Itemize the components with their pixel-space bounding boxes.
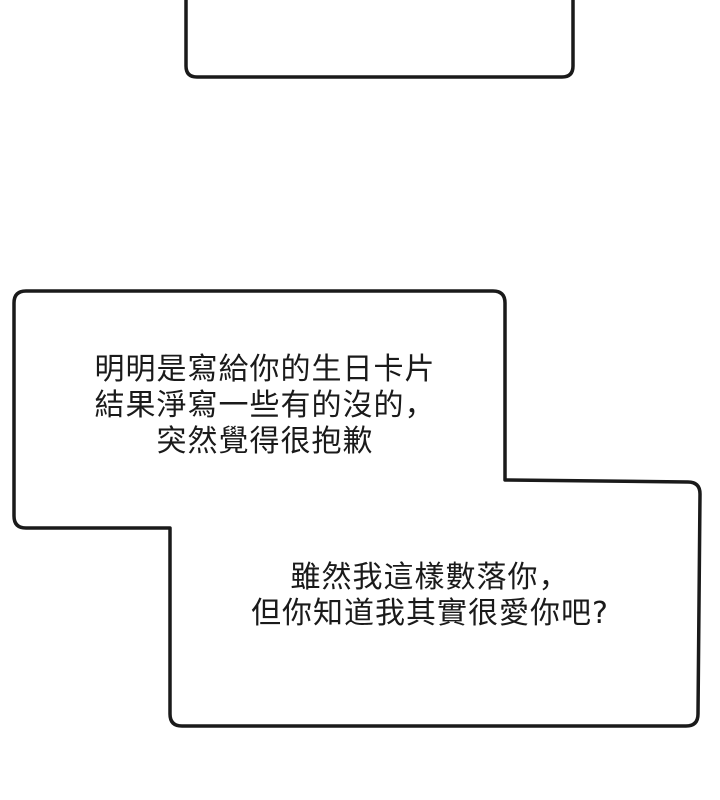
speech-text-apology: 明明是寫給你的生日卡片 結果淨寫一些有的沒的， 突然覺得很抱歉 xyxy=(40,352,490,460)
speech-line: 突然覺得很抱歉 xyxy=(156,424,374,459)
top-caption-box xyxy=(184,0,575,79)
speech-text-love: 雖然我這樣數落你， 但你知道我其實很愛你吧? xyxy=(200,560,660,632)
speech-line: 雖然我這樣數落你， xyxy=(290,560,570,595)
speech-line: 明明是寫給你的生日卡片 xyxy=(94,352,436,387)
speech-box-outline xyxy=(12,289,702,728)
speech-line: 但你知道我其實很愛你吧? xyxy=(251,596,609,631)
speech-line: 結果淨寫一些有的沒的， xyxy=(94,388,436,423)
